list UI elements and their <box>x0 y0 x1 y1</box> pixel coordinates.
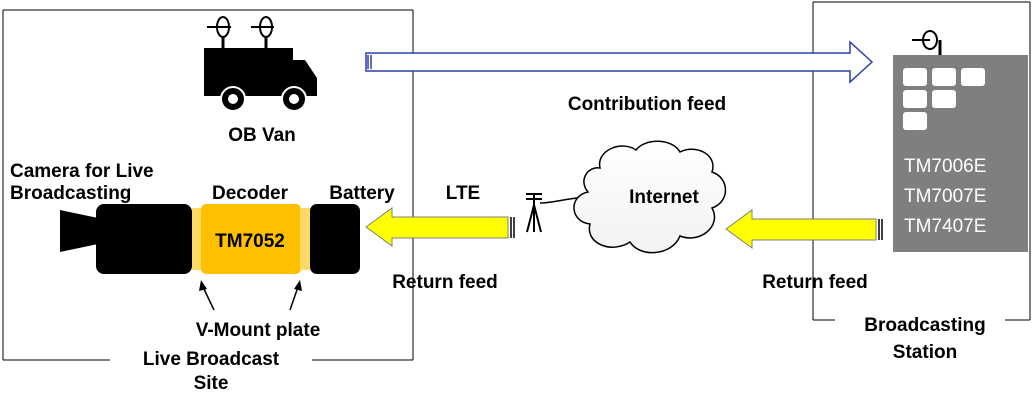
return-feed-label-right: Return feed <box>762 272 868 293</box>
contribution-feed-arrow <box>365 40 874 84</box>
station-antenna-icon <box>912 30 942 55</box>
ob-van-label: OB Van <box>228 125 296 146</box>
return-feed-label-left: Return feed <box>392 272 498 293</box>
station-model-1: TM7006E <box>904 156 986 177</box>
lte-label: LTE <box>446 183 480 204</box>
station-label-line1: Broadcasting <box>864 315 985 336</box>
vmount-pointers <box>199 280 302 311</box>
internet-label: Internet <box>629 187 699 208</box>
return-feed-arrow-right <box>725 209 883 249</box>
site-label-line1: Live Broadcast <box>143 349 280 370</box>
return-feed-arrow-left <box>365 207 515 247</box>
camera-label-line2: Broadcasting <box>10 183 131 204</box>
site-label-line2: Site <box>194 373 229 394</box>
decoder-device <box>192 204 310 274</box>
contribution-feed-label: Contribution feed <box>568 94 726 115</box>
station-label-line2: Station <box>893 342 957 363</box>
camera-label-line1: Camera for Live <box>10 161 154 182</box>
station-model-2: TM7007E <box>904 186 986 207</box>
station-model-3: TM7407E <box>904 216 986 237</box>
decoder-label: Decoder <box>212 183 289 204</box>
internet-cloud-icon <box>573 140 727 254</box>
decoder-model-label: TM7052 <box>215 231 285 252</box>
vmount-label: V-Mount plate <box>196 320 321 341</box>
camera-icon <box>60 204 192 274</box>
battery-icon <box>310 204 360 274</box>
ob-van-icon <box>204 16 317 112</box>
station-server-icon <box>893 55 1028 252</box>
battery-label: Battery <box>329 183 395 204</box>
